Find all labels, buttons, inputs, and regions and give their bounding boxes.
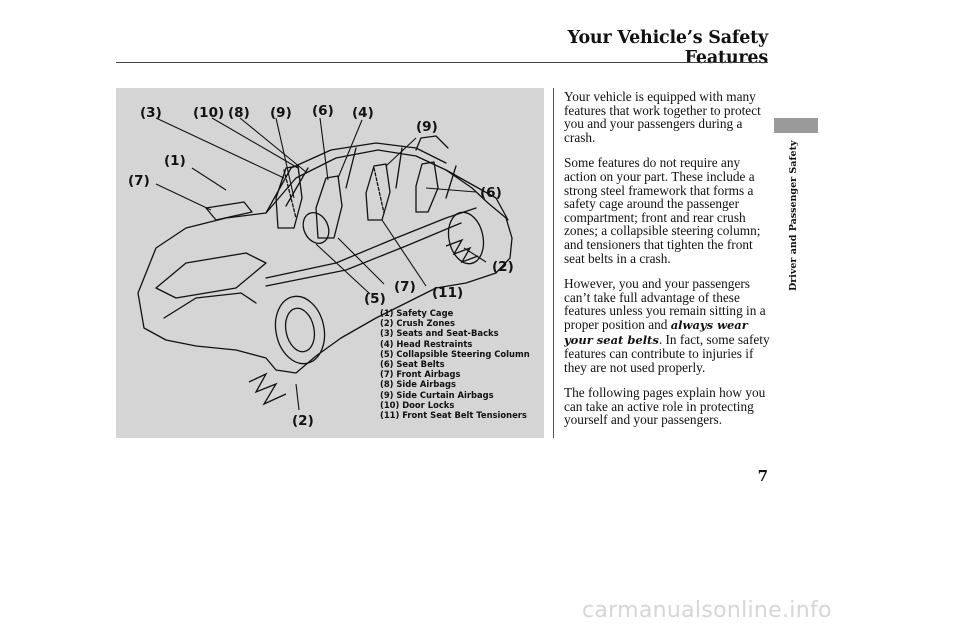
callout-8-top: (8) (228, 105, 250, 121)
callout-9-right: (9) (416, 119, 438, 135)
callout-2-right: (2) (492, 259, 514, 275)
car-cutaway-illustration (137, 117, 513, 411)
paragraph-3: However, you and your passengers can’t t… (564, 276, 770, 375)
safety-features-figure: (3) (10) (8) (9) (6) (4) (9) (1) (7) (6)… (116, 88, 544, 438)
callout-5-mid: (5) (364, 291, 386, 307)
legend-item: (3) Seats and Seat-Backs (380, 328, 499, 339)
legend-item: (1) Safety Cage (380, 308, 454, 318)
legend-item: (11) Front Seat Belt Tensioners (380, 410, 527, 421)
column-divider (553, 88, 554, 438)
callout-6-top: (6) (312, 103, 334, 119)
legend-item: (2) Crush Zones (380, 318, 455, 329)
legend-item: (5) Collapsible Steering Column (380, 348, 530, 359)
legend-item: (10) Door Locks (380, 399, 455, 410)
legend-item: (9) Side Curtain Airbags (380, 389, 494, 400)
callout-10-top: (10) (193, 105, 225, 121)
callout-1-left: (1) (164, 153, 186, 169)
page-header-title: Your Vehicle’s Safety Features (567, 28, 769, 68)
paragraph-1: Your vehicle is equipped with many featu… (564, 89, 761, 145)
callout-6-right: (6) (480, 185, 502, 201)
paragraph-4: The following pages explain how you can … (564, 385, 766, 428)
paragraph-2: Some features do not require any action … (564, 155, 761, 266)
header-rule (116, 62, 768, 63)
watermark: carmanualsonline.info (582, 598, 832, 623)
callout-3-top: (3) (140, 105, 162, 121)
callout-7-mid: (7) (394, 279, 416, 295)
page-number: 7 (757, 467, 768, 485)
feature-legend: (1) Safety Cage (2) Crush Zones (3) Seat… (380, 308, 530, 420)
callout-9-top: (9) (270, 105, 292, 121)
legend-item: (8) Side Airbags (380, 379, 457, 390)
legend-item: (4) Head Restraints (380, 338, 473, 349)
section-side-label: Driver and Passenger Safety (788, 140, 799, 292)
body-text: Your vehicle is equipped with many featu… (564, 90, 770, 439)
callout-7-left: (7) (128, 173, 150, 189)
section-tab-marker (774, 118, 818, 133)
seat-belt-emphasis: always wear your seat belts (564, 317, 748, 347)
callout-2-bottom: (2) (292, 413, 314, 429)
legend-item: (6) Seat Belts (380, 359, 445, 370)
callout-4-top: (4) (352, 105, 374, 121)
legend-item: (7) Front Airbags (380, 369, 461, 380)
callout-11-mid: (11) (432, 285, 464, 301)
